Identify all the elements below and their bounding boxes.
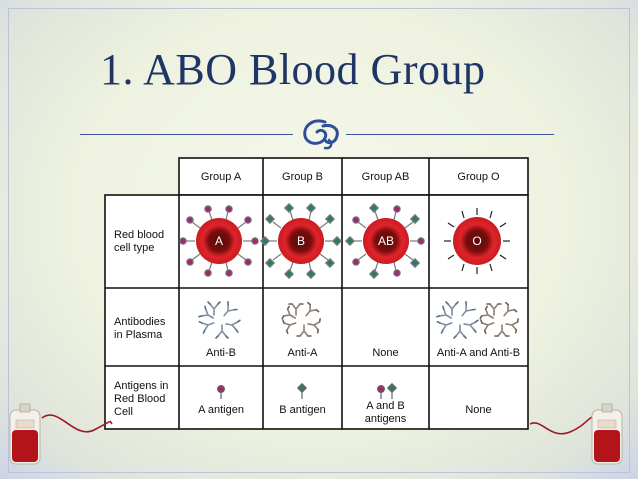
antibody-group-a: Anti-B <box>206 347 236 359</box>
antibody-group-b: Anti-A <box>287 347 318 359</box>
cell-a-antigen-spikes <box>179 205 259 277</box>
column-header-group-a: Group A <box>200 171 242 183</box>
cell-ab-antigen-spikes <box>344 202 425 280</box>
title-divider-left <box>80 134 293 135</box>
row-label-antibodies: Antibodies in Plasma <box>114 316 166 341</box>
row-label-red-blood-cell: Red blood cell type <box>114 229 165 254</box>
column-header-group-ab: Group AB <box>361 171 410 183</box>
antigen-group-ab: A and B antigens <box>364 400 407 425</box>
blood-bag-icon <box>9 403 113 465</box>
swirl-ornament-icon <box>303 119 339 150</box>
slide-title: 1. ABO Blood Group <box>100 45 486 94</box>
blood-bag-icon <box>530 403 623 465</box>
cell-letter-a: A <box>214 234 223 248</box>
cell-letter-b: B <box>296 234 305 248</box>
antigen-group-a: A antigen <box>198 404 244 416</box>
a-and-b-antigen-icon <box>377 382 398 399</box>
b-antigen-icon <box>296 382 308 399</box>
red-blood-cell-b <box>278 218 324 264</box>
antibody-group-ab: None <box>372 347 399 359</box>
red-blood-cell-a <box>196 218 242 264</box>
cell-b-antigen-spikes <box>259 202 343 280</box>
cell-letter-ab: AB <box>377 234 394 248</box>
cell-letter-o: O <box>472 234 482 248</box>
column-header-group-b: Group B <box>282 171 323 183</box>
column-header-group-o: Group O <box>457 171 500 183</box>
antigen-group-o: None <box>465 404 492 416</box>
antigen-group-b: B antigen <box>279 404 326 416</box>
cell-o-spikes <box>444 208 510 274</box>
red-blood-cell-ab <box>363 218 409 264</box>
row-label-antigens: Antigens in Red Blood Cell <box>114 380 169 418</box>
a-antigen-icon <box>217 385 226 399</box>
antibody-group-o: Anti-A and Anti-B <box>436 347 521 359</box>
red-blood-cell-o <box>453 217 501 265</box>
slide-frame <box>8 8 630 473</box>
title-divider-right <box>346 134 554 135</box>
